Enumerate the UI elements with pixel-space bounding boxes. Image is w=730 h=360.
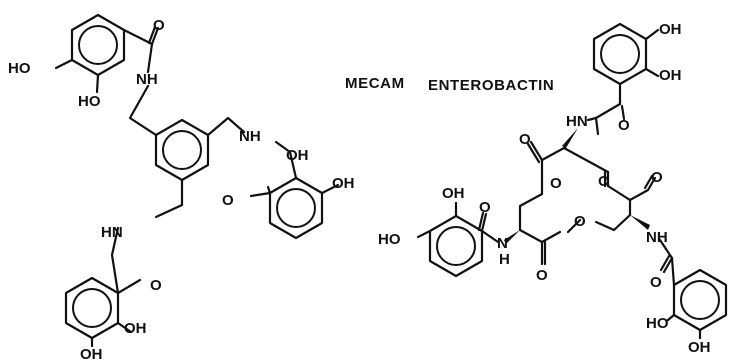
enterobactin-atom-ho-left: HO: [378, 231, 401, 248]
enterobactin-structure: ENTEROBACTIN: [378, 21, 728, 356]
mecam-bonds: [54, 25, 340, 348]
enterobactin-atom-oh-2: OH: [659, 67, 682, 84]
mecam-atom-ho-1: HO: [8, 60, 31, 77]
mecam-structure: MECAM: [8, 13, 405, 360]
mecam-catechol-ring-right: [268, 176, 324, 240]
enterobactin-atom-h-left: H: [499, 251, 510, 268]
enterobactin-atom-oh-left: OH: [442, 185, 465, 202]
enterobactin-bonds: [416, 28, 702, 340]
enterobactin-atom-n-left: N: [497, 235, 508, 252]
enterobactin-atom-ho-right: HO: [646, 315, 669, 332]
enterobactin-atom-oh-1: OH: [659, 21, 682, 38]
enterobactin-atom-o-amide-left: O: [479, 199, 491, 216]
mecam-atom-o-3: O: [150, 277, 162, 294]
mecam-catechol-ring-bottom: [64, 276, 120, 340]
mecam-atom-oh-2: OH: [332, 175, 355, 192]
mecam-atom-o-1: O: [153, 17, 165, 34]
mecam-atom-o-2: O: [222, 192, 234, 209]
enterobactin-atom-o-ring-2: O: [598, 173, 610, 190]
enterobactin-atom-o-ester-1: O: [519, 131, 531, 148]
mecam-central-ring: [154, 118, 210, 182]
enterobactin-atom-o-ring-1: O: [550, 175, 562, 192]
enterobactin-catechol-ring-left: [428, 214, 484, 278]
mecam-title: MECAM: [345, 75, 405, 92]
enterobactin-atom-hn-top: HN: [566, 113, 588, 130]
mecam-atom-ho-2: HO: [78, 93, 101, 110]
enterobactin-atom-o-amide-right: O: [650, 274, 662, 291]
enterobactin-atom-o-ester-3: O: [536, 267, 548, 284]
mecam-atom-hn-3: HN: [101, 224, 123, 241]
mecam-atom-nh-1: NH: [136, 71, 158, 88]
mecam-atom-oh-3: OH: [124, 320, 147, 337]
enterobactin-catechol-ring-top: [592, 22, 648, 86]
mecam-atom-labels: HO HO O NH NH OH OH O HN O OH OH: [8, 17, 355, 360]
mecam-atom-oh-1: OH: [286, 147, 309, 164]
enterobactin-catechol-ring-right: [672, 268, 728, 332]
enterobactin-atom-o-ring-3: O: [574, 213, 586, 230]
enterobactin-atom-oh-right: OH: [688, 339, 711, 356]
enterobactin-atom-nh-right: NH: [646, 229, 668, 246]
mecam-atom-oh-4: OH: [80, 346, 103, 360]
enterobactin-title: ENTEROBACTIN: [428, 77, 554, 94]
mecam-catechol-ring-top: [70, 13, 126, 77]
enterobactin-atom-labels: OH OH HN O O O O O OH HO O N H O O NH O …: [378, 21, 711, 356]
enterobactin-atom-o-ester-2: O: [651, 169, 663, 186]
enterobactin-atom-o-amide-top: O: [618, 117, 630, 134]
mecam-atom-nh-2: NH: [239, 128, 261, 145]
